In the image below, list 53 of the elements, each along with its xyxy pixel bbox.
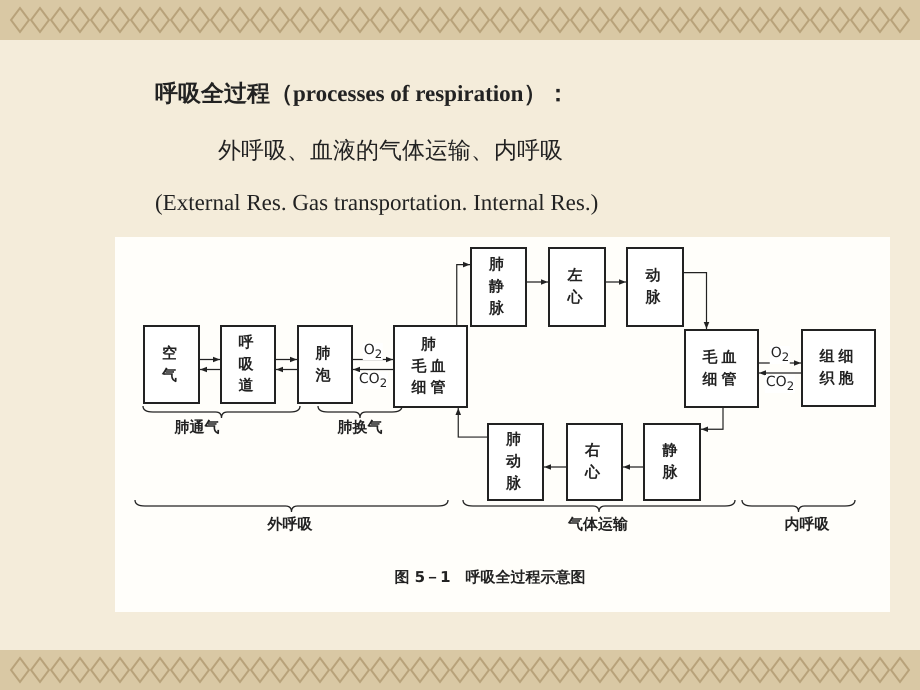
arrow — [701, 408, 724, 432]
process-box — [393, 325, 468, 408]
bracket-label: 内呼吸 — [784, 515, 830, 534]
node-label: 肺静脉 — [489, 254, 508, 319]
node-label: 组细织胞 — [820, 346, 858, 389]
arrow — [455, 408, 487, 438]
arrow — [623, 464, 643, 470]
process-box — [548, 247, 606, 327]
process-box — [470, 247, 527, 327]
arrow — [456, 262, 470, 325]
process-box — [143, 325, 200, 404]
arrow — [527, 279, 548, 285]
arrow — [200, 356, 220, 362]
edge-label: O$_{2}$ — [362, 342, 384, 360]
subtitle: (External Res. Gas transportation. Internal Res.) — [155, 190, 598, 216]
bracket-label: 肺换气 — [338, 418, 382, 437]
bracket-label: 外呼吸 — [268, 515, 312, 534]
node-label: 静脉 — [662, 440, 682, 483]
title: 呼吸全过程（processes of respiration）： — [155, 80, 570, 108]
subtitle: 外呼吸、血液的气体运输、内呼吸 — [218, 137, 563, 165]
arrow — [353, 356, 393, 362]
process-box — [297, 325, 353, 404]
node-label: 动脉 — [646, 265, 664, 308]
process-box — [626, 247, 684, 327]
process-box — [801, 329, 876, 407]
process-box — [643, 423, 701, 501]
arrow — [606, 279, 626, 285]
arrow — [276, 366, 297, 372]
node-label: 空气 — [162, 342, 181, 386]
edge-label: O$_{2}$ — [770, 346, 790, 364]
process-box — [684, 329, 759, 408]
arrow — [684, 272, 710, 329]
process-box — [487, 423, 544, 501]
node-label: 呼吸道 — [238, 332, 258, 396]
edge-label: CO$_{2}$ — [358, 372, 388, 390]
node-label: 右心 — [585, 440, 604, 483]
bracket-label: 气体运输 — [568, 515, 628, 534]
arrow — [544, 464, 566, 470]
node-label: 肺泡 — [316, 342, 334, 386]
arrow — [353, 366, 393, 372]
process-box — [220, 325, 276, 404]
bracket-label: 肺通气 — [174, 418, 220, 437]
edge-label: CO$_{2}$ — [764, 375, 796, 393]
process-box — [566, 423, 623, 501]
arrow — [276, 356, 297, 362]
arrow — [200, 366, 220, 372]
arrow — [759, 370, 801, 376]
node-label: 左心 — [568, 265, 586, 308]
caption: 图 5－1 呼吸全过程示意图 — [394, 568, 586, 587]
node-label: 毛血细管 — [702, 346, 740, 390]
arrow — [759, 360, 801, 366]
node-label: 肺毛血细管 — [412, 334, 450, 398]
node-label: 肺动脉 — [506, 429, 525, 494]
